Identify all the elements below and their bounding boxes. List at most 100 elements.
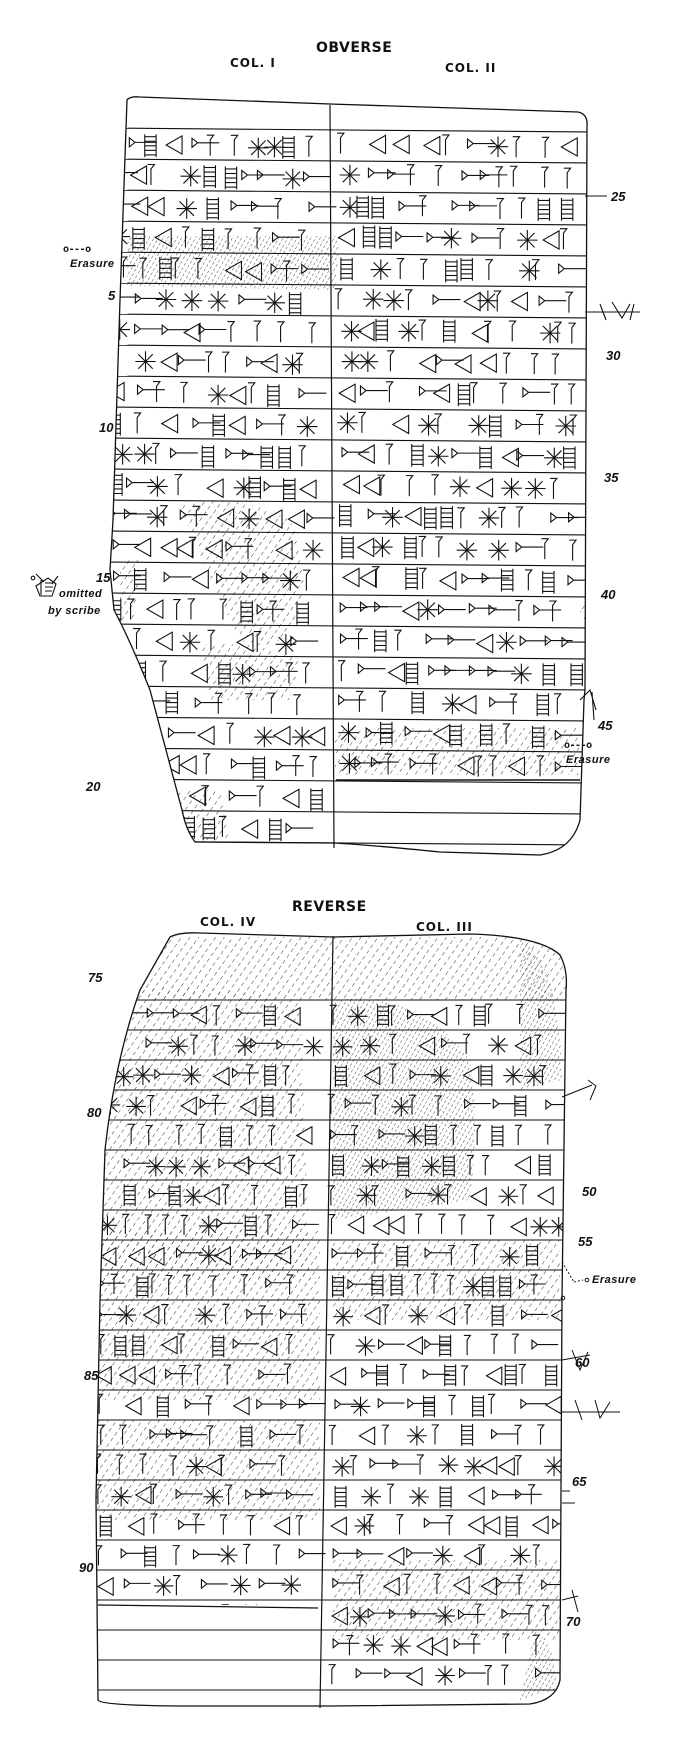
erasure-marker-obverse-right: o---o (564, 740, 592, 751)
cuneiform-sign (202, 753, 211, 775)
cuneiform-sign (560, 136, 578, 158)
cuneiform-sign (407, 1009, 434, 1021)
cuneiform-sign (228, 789, 257, 802)
cuneiform-sign (501, 477, 522, 499)
erasure-note-obverse-left: Erasure (70, 258, 115, 270)
blank-area-col-ii (336, 780, 580, 852)
cuneiform-sign (147, 1246, 165, 1266)
cuneiform-sign (97, 1215, 118, 1236)
cuneiform-sign (362, 225, 376, 249)
cuneiform-sign (363, 288, 384, 310)
cuneiform-sign (220, 1514, 228, 1535)
cuneiform-sign (563, 167, 572, 189)
cuneiform-sign (198, 1216, 219, 1236)
cuneiform-sign (370, 259, 392, 280)
cuneiform-sign (487, 136, 509, 157)
cuneiform-sign (274, 1245, 292, 1265)
cuneiform-sign (331, 1247, 359, 1259)
cuneiform-sign (232, 1396, 250, 1416)
cuneiform-sign (342, 474, 360, 495)
cuneiform-sign (536, 755, 545, 777)
cuneiform-sign (361, 1486, 382, 1507)
cuneiform-sign (519, 1184, 528, 1205)
cuneiform-sign (570, 663, 583, 687)
cuneiform-sign (471, 1244, 479, 1265)
damaged-area (140, 937, 566, 1000)
cuneiform-sign (534, 1034, 542, 1055)
cuneiform-sign (499, 382, 508, 404)
cuneiform-sign (190, 663, 208, 684)
cuneiform-sign (228, 385, 247, 406)
cuneiform-sign (398, 321, 419, 342)
cuneiform-sign (120, 256, 128, 278)
cuneiform-sign (403, 1573, 412, 1594)
cuneiform-sign (414, 1274, 422, 1295)
cuneiform-sign (545, 1364, 558, 1387)
cuneiform-sign (514, 1095, 527, 1117)
cuneiform-sign (147, 476, 168, 497)
cuneiform-sign (387, 168, 415, 180)
cuneiform-sign (244, 261, 263, 282)
cuneiform-sign (282, 136, 295, 159)
cuneiform-sign (136, 1275, 149, 1298)
cuneiform-sign (156, 1395, 169, 1418)
cuneiform-sign (488, 1393, 496, 1414)
cuneiform-sign (461, 572, 490, 585)
cuneiform-sign (544, 634, 573, 647)
cuneiform-sign (531, 1515, 549, 1535)
cuneiform-sign (153, 381, 162, 403)
cuneiform-sign (488, 604, 517, 616)
cuneiform-sign (147, 196, 165, 217)
cuneiform-sign (154, 1068, 182, 1080)
cuneiform-sign (226, 722, 235, 744)
line-number-50: 50 (582, 1184, 597, 1199)
reverse-outline (95, 932, 568, 1707)
cuneiform-sign (430, 1273, 439, 1294)
cuneiform-sign (447, 634, 476, 646)
cuneiform-sign (134, 443, 155, 465)
cuneiform-sign (337, 660, 346, 682)
cuneiform-sign (339, 504, 352, 527)
cuneiform-sign (178, 1519, 205, 1531)
cuneiform-sign (541, 136, 550, 158)
cuneiform-sign (328, 1213, 336, 1235)
cuneiform-sign (287, 509, 305, 530)
line-number-25: 25 (611, 189, 626, 204)
cuneiform-sign (300, 1184, 309, 1205)
cuneiform-sign (403, 506, 422, 527)
cuneiform-sign (544, 447, 565, 469)
cuneiform-sign (520, 1398, 548, 1410)
cuneiform-sign (411, 443, 424, 467)
cuneiform-sign (404, 1126, 425, 1146)
cuneiform-sign (166, 1156, 186, 1177)
cuneiform-sign (339, 601, 368, 614)
cuneiform-sign (114, 1335, 127, 1358)
cuneiform-sign (434, 165, 443, 187)
cuneiform-sign (479, 353, 497, 374)
cuneiform-sign (298, 229, 306, 251)
cuneiform-sign (453, 353, 472, 375)
cuneiform-sign (475, 477, 494, 498)
cuneiform-sign (433, 1573, 442, 1594)
cuneiform-sign (516, 1003, 525, 1025)
cuneiform-sign (99, 1515, 112, 1538)
cuneiform-sign (535, 1667, 562, 1679)
cuneiform-sign (387, 662, 406, 683)
margin-sign (561, 1349, 591, 1372)
cuneiform-sign (256, 418, 284, 430)
column-label-col-ii: COL. II (445, 61, 497, 75)
cuneiform-sign (409, 1069, 437, 1081)
cuneiform-sign (303, 1036, 324, 1057)
cuneiform-sign (490, 1333, 499, 1354)
cuneiform-sign (391, 1096, 412, 1117)
cuneiform-sign (285, 1185, 298, 1208)
cuneiform-sign (446, 1274, 455, 1296)
cuneiform-sign (175, 538, 194, 559)
cuneiform-sign (123, 1577, 151, 1589)
cuneiform-sign (150, 1513, 159, 1534)
cuneiform-sign (296, 1424, 305, 1445)
cuneiform-sign (515, 541, 544, 553)
cuneiform-sign (428, 446, 449, 467)
cuneiform-sign (405, 567, 418, 590)
cuneiform-sign (542, 663, 556, 687)
